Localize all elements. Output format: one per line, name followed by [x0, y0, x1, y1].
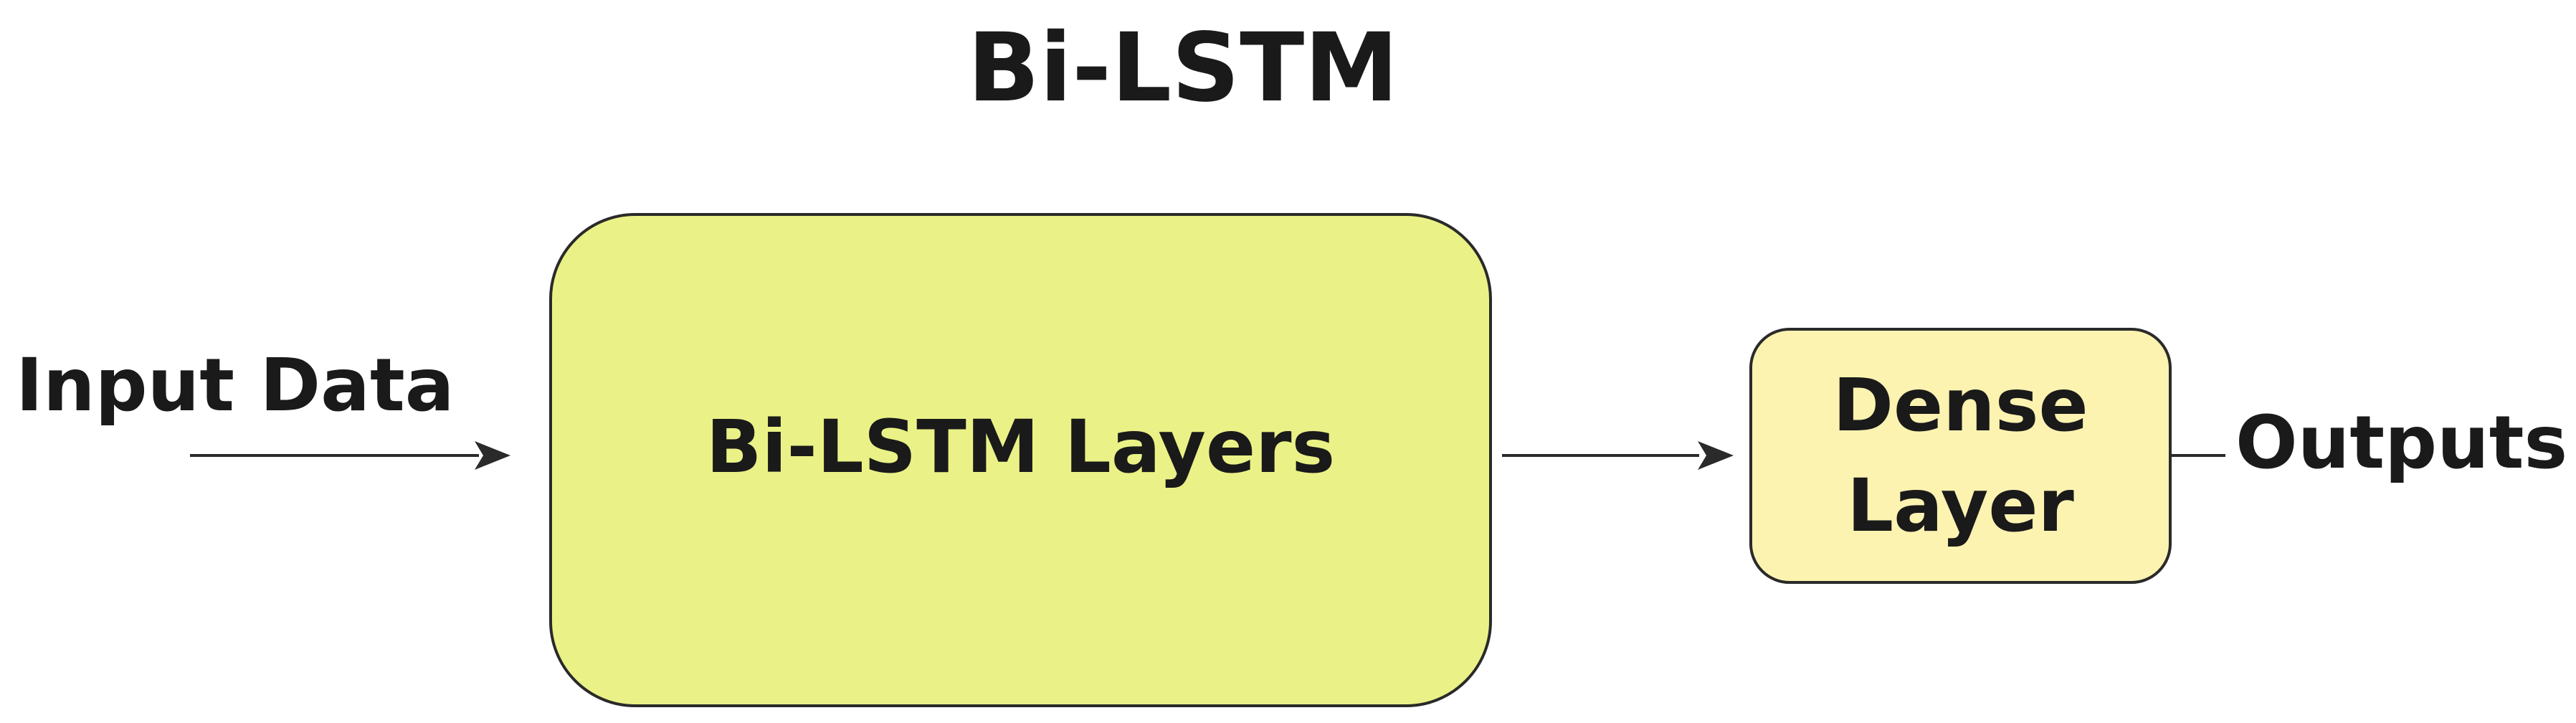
bilstm-layers-box: Bi-LSTM Layers [549, 213, 1492, 707]
arrow-input-to-bilstm [190, 441, 510, 470]
outputs-label: Outputs [2235, 400, 2568, 486]
dense-layer-box: Dense Layer [1749, 328, 2172, 584]
bilstm-layers-label: Bi-LSTM Layers [705, 405, 1336, 490]
input-data-label: Input Data [16, 343, 455, 428]
dense-layer-label: Dense Layer [1833, 362, 2088, 549]
diagram-title: Bi-LSTM [967, 13, 1399, 123]
arrow-bilstm-to-dense [1502, 441, 1734, 470]
